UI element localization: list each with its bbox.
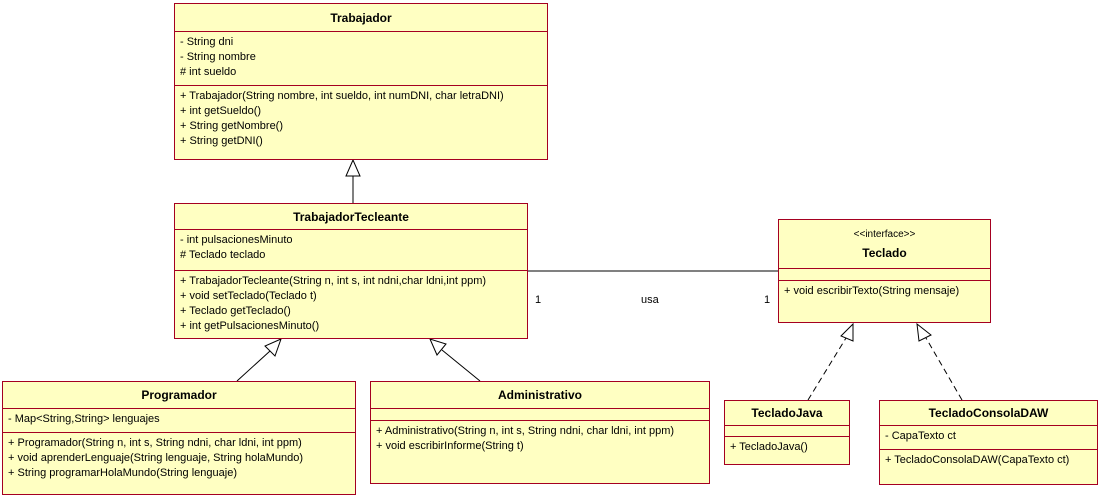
- generalization-arrowhead: [264, 338, 282, 357]
- class-programador-methods: + Programador(String n, int s, String nd…: [3, 433, 355, 484]
- interface-teclado[interactable]: <<interface>> Teclado + void escribirTex…: [778, 219, 991, 323]
- class-programador-header: Programador: [3, 382, 355, 409]
- method: + Programador(String n, int s, String nd…: [8, 437, 302, 449]
- class-administrativo-methods: + Administrativo(String n, int s, String…: [371, 421, 709, 457]
- method: + void escribirInforme(String t): [376, 440, 524, 452]
- class-trabajador[interactable]: Trabajador - String dni - String nombre …: [174, 3, 548, 160]
- class-name: TrabajadorTecleante: [293, 209, 409, 224]
- method: + void setTeclado(Teclado t): [180, 290, 317, 302]
- class-name: TecladoJava: [751, 406, 823, 420]
- class-trabajador-tecleante-header: TrabajadorTecleante: [175, 204, 527, 230]
- class-name: Administrativo: [497, 388, 582, 402]
- interface-teclado-attributes: [779, 269, 990, 281]
- class-programador[interactable]: Programador - Map<String,String> lenguaj…: [2, 381, 356, 495]
- realization-arrowhead: [916, 322, 932, 342]
- class-name: Trabajador: [330, 10, 392, 25]
- attribute: - CapaTexto ct: [885, 430, 956, 442]
- class-administrativo[interactable]: Administrativo + Administrativo(String n…: [370, 381, 710, 484]
- method: + Trabajador(String nombre, int sueldo, …: [180, 90, 504, 102]
- class-trabajador-tecleante[interactable]: TrabajadorTecleante - int pulsacionesMin…: [174, 203, 528, 339]
- method: + int getPulsacionesMinuto(): [180, 320, 320, 332]
- class-name: Programador: [141, 388, 217, 402]
- method: + void aprenderLenguaje(String lenguaje,…: [8, 452, 304, 464]
- multiplicity-source: 1: [535, 294, 542, 306]
- class-programador-attributes: - Map<String,String> lenguajes: [3, 409, 355, 433]
- attribute: # Teclado teclado: [180, 249, 266, 261]
- association-label: usa: [641, 294, 659, 306]
- class-trabajador-header: Trabajador: [175, 4, 547, 32]
- class-teclado-consola-daw-methods: + TecladoConsolaDAW(CapaTexto ct): [880, 450, 1097, 471]
- method: + TecladoConsolaDAW(CapaTexto ct): [885, 454, 1070, 466]
- class-teclado-java-header: TecladoJava: [725, 401, 849, 426]
- attribute: - int pulsacionesMinuto: [180, 234, 293, 246]
- class-teclado-consola-daw[interactable]: TecladoConsolaDAW - CapaTexto ct + Tecla…: [879, 400, 1098, 485]
- class-trabajador-tecleante-attributes: - int pulsacionesMinuto # Teclado teclad…: [175, 230, 527, 271]
- interface-teclado-header: <<interface>> Teclado: [779, 220, 990, 269]
- method: + void escribirTexto(String mensaje): [784, 285, 960, 297]
- class-trabajador-attributes: - String dni - String nombre # int sueld…: [175, 32, 547, 86]
- class-administrativo-attributes: [371, 409, 709, 421]
- attribute: # int sueldo: [180, 66, 237, 78]
- method: + Administrativo(String n, int s, String…: [376, 425, 675, 437]
- method: + int getSueldo(): [180, 105, 262, 117]
- realization-tecladoconsoladaw-teclado: [925, 337, 963, 401]
- generalization-arrowhead: [429, 338, 447, 356]
- multiplicity-target: 1: [764, 294, 771, 306]
- generalization-programador-tecleante: [236, 350, 271, 382]
- stereotype-label: <<interface>>: [853, 228, 916, 240]
- attribute: - String nombre: [180, 51, 256, 63]
- class-trabajador-tecleante-methods: + TrabajadorTecleante(String n, int s, i…: [175, 271, 527, 337]
- class-teclado-consola-daw-header: TecladoConsolaDAW: [880, 401, 1097, 426]
- generalization-administrativo-tecleante: [441, 349, 481, 382]
- class-teclado-java-attributes: [725, 426, 849, 437]
- method: + TecladoJava(): [730, 441, 808, 453]
- class-trabajador-methods: + Trabajador(String nombre, int sueldo, …: [175, 86, 547, 152]
- class-name: Teclado: [862, 245, 907, 260]
- generalization-arrowhead: [345, 158, 361, 177]
- method: + TrabajadorTecleante(String n, int s, i…: [180, 275, 487, 287]
- method: + String getDNI(): [180, 135, 263, 147]
- attribute: - String dni: [180, 36, 234, 48]
- realization-tecladojava-teclado: [807, 337, 847, 401]
- class-administrativo-header: Administrativo: [371, 382, 709, 409]
- method: + String programarHolaMundo(String lengu…: [8, 467, 237, 479]
- class-teclado-java-methods: + TecladoJava(): [725, 437, 849, 458]
- attribute: - Map<String,String> lenguajes: [8, 413, 160, 425]
- class-teclado-consola-daw-attributes: - CapaTexto ct: [880, 426, 1097, 450]
- class-name: TecladoConsolaDAW: [928, 406, 1049, 420]
- class-teclado-java[interactable]: TecladoJava + TecladoJava(): [724, 400, 850, 465]
- method: + Teclado getTeclado(): [180, 305, 291, 317]
- interface-teclado-methods: + void escribirTexto(String mensaje): [779, 281, 990, 302]
- realization-arrowhead: [840, 322, 854, 342]
- method: + String getNombre(): [180, 120, 284, 132]
